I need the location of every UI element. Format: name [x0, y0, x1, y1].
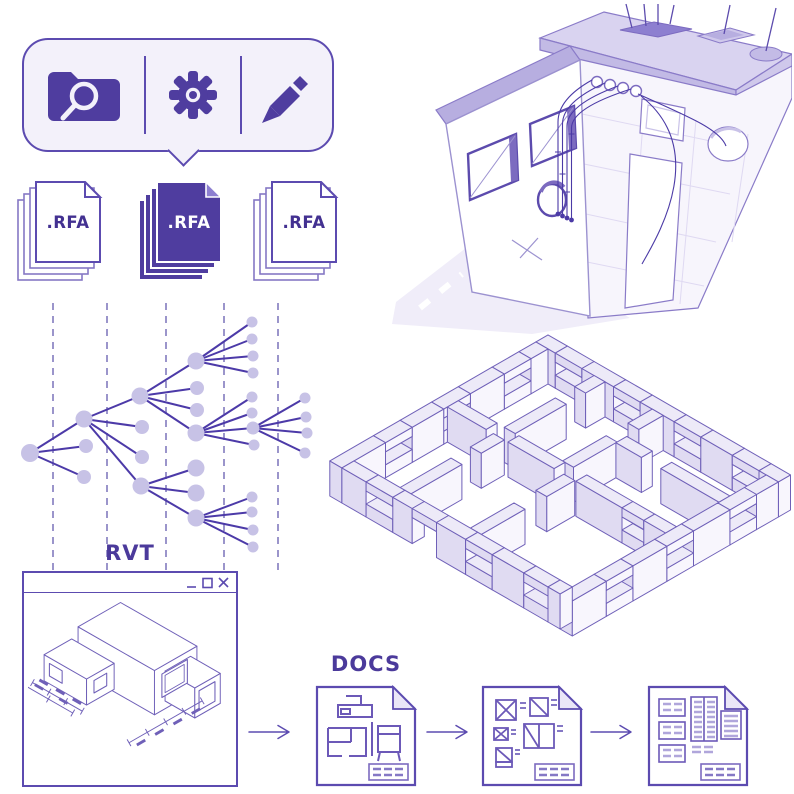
- arrow-right-icon: [426, 724, 468, 740]
- title-block: [700, 763, 741, 781]
- wires: [557, 79, 727, 265]
- rvt-window-titlebar: [24, 573, 236, 593]
- family-tree-diagram: [21, 303, 313, 570]
- arrow-right-icon: [248, 724, 290, 740]
- rvt-window: [22, 571, 238, 787]
- gear-icon[interactable]: [164, 66, 222, 124]
- title-block: [368, 763, 409, 781]
- isometric-floor-plan: [329, 334, 791, 637]
- rvt-label: RVT: [105, 541, 155, 565]
- window-controls: [187, 577, 229, 589]
- rvt-massing-drawing: [28, 602, 221, 747]
- toolbar-separator: [144, 56, 146, 134]
- rfa-label: .RFA: [167, 213, 210, 232]
- document-schedules-sheet: [647, 684, 750, 787]
- pencil-icon[interactable]: [257, 65, 317, 125]
- close-icon[interactable]: [218, 577, 229, 588]
- maximize-icon[interactable]: [202, 577, 213, 589]
- document-floor-plan-sheet: [315, 684, 418, 787]
- toolbar-cell-folder[interactable]: [24, 40, 144, 150]
- docs-label: DOCS: [330, 652, 402, 676]
- toolbar-cell-gear[interactable]: [146, 40, 240, 150]
- folder-search-icon[interactable]: [45, 64, 123, 126]
- wall-corner-3d-illustration: [392, 3, 792, 334]
- toolbar-cell-pencil[interactable]: [242, 40, 332, 150]
- document-elevations-sheet: [481, 684, 584, 787]
- arrow-right-icon: [590, 724, 632, 740]
- rfa-stack-1: .RFA: [17, 179, 103, 288]
- rfa-label: .RFA: [46, 213, 89, 232]
- toolbar-separator: [240, 56, 242, 134]
- rfa-stack-3: .RFA: [253, 179, 339, 288]
- title-block: [534, 763, 575, 781]
- toolbar-bubble: [22, 38, 334, 167]
- rfa-label: .RFA: [282, 213, 325, 232]
- rfa-stack-2: .RFA: [138, 180, 224, 288]
